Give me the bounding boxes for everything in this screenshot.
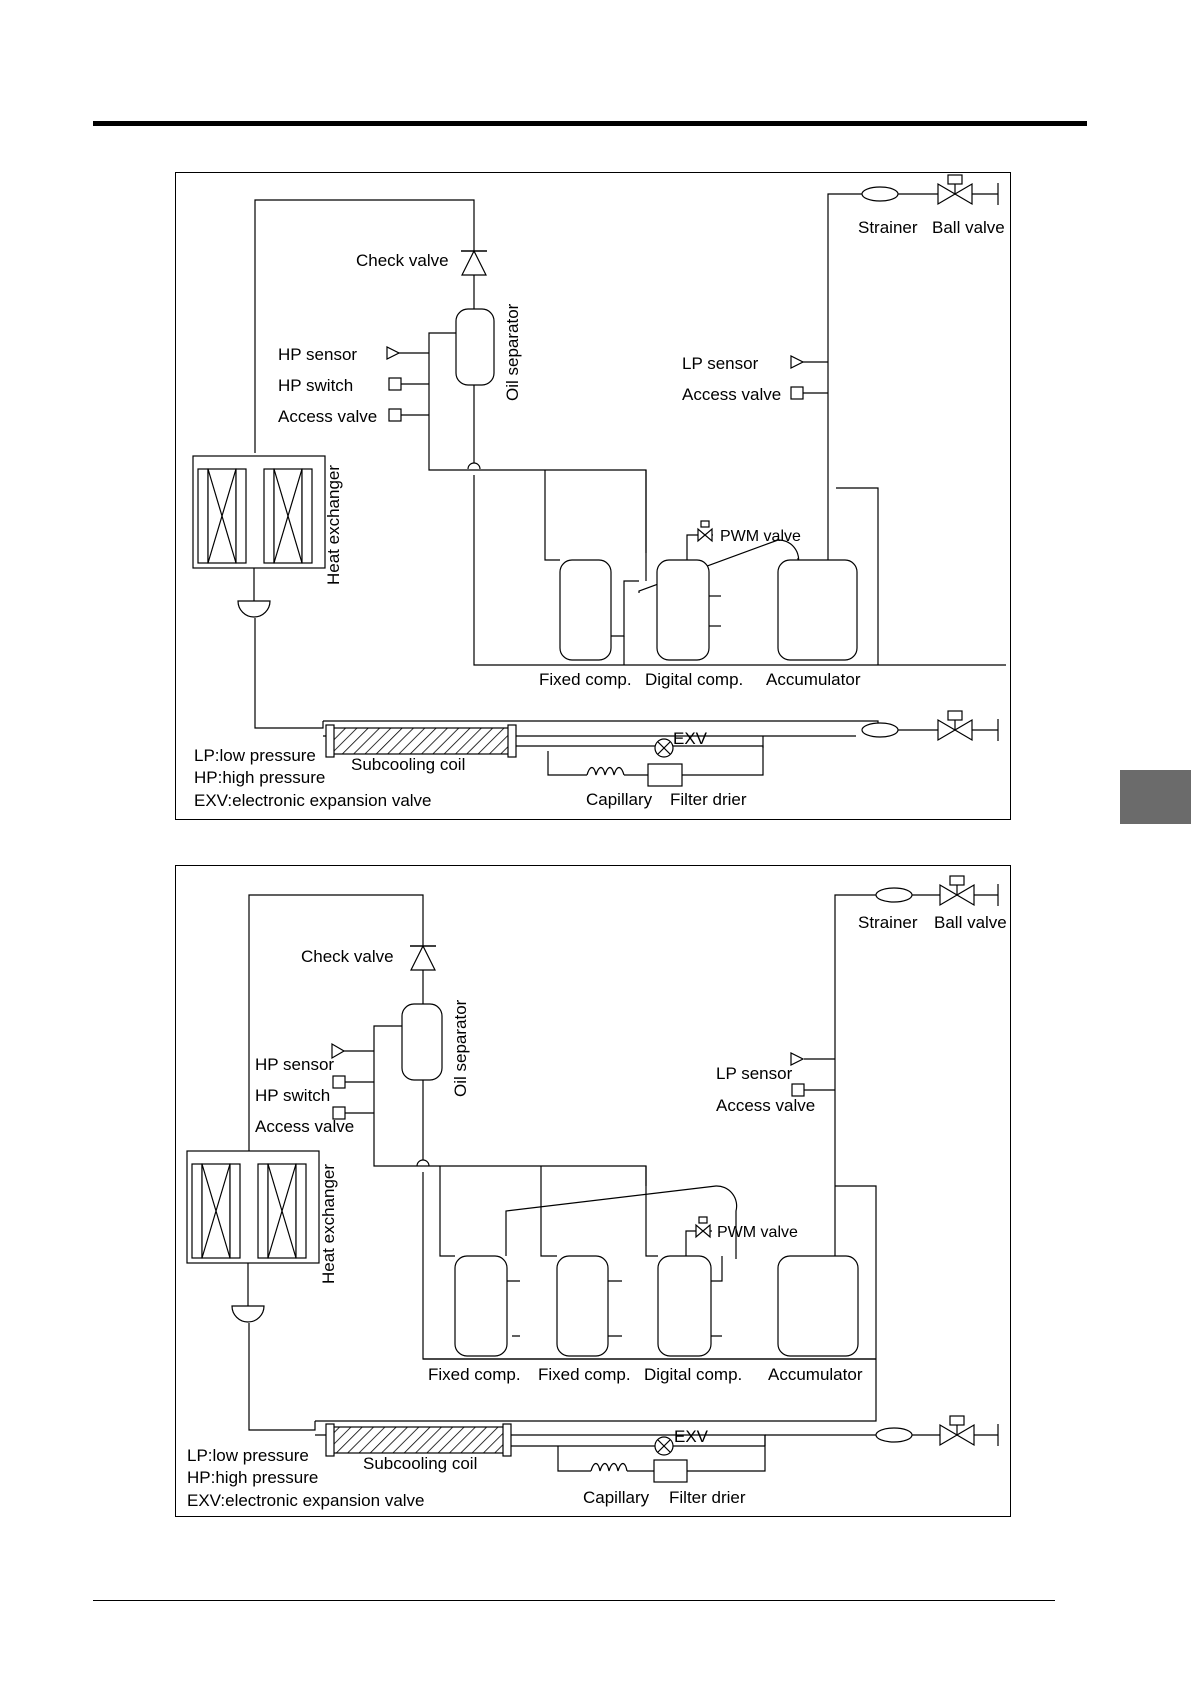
hp-sensor-label: HP sensor <box>255 1055 334 1074</box>
exv-icon <box>654 1436 674 1456</box>
fixed-compressor-1 <box>454 1255 508 1357</box>
subcooling-coil <box>330 727 512 755</box>
filter-drier-label: Filter drier <box>669 1488 746 1507</box>
hp-switch-icon <box>388 377 402 391</box>
capillary-icon <box>590 1462 628 1472</box>
ball-valve-label: Ball valve <box>932 218 1005 237</box>
refrigerant-circuit-diagram-2: Check valve Oil separator HP sensor HP s… <box>175 865 1011 1517</box>
filter-drier-icon <box>653 1459 688 1483</box>
lp-sensor-label: LP sensor <box>716 1064 793 1083</box>
lp-access-valve-label: Access valve <box>716 1096 815 1115</box>
check-valve-icon <box>461 249 487 276</box>
subcooling-coil-end-left <box>325 1423 335 1457</box>
fixed-comp-2-label: Fixed comp. <box>538 1365 631 1384</box>
strainer-icon <box>875 887 913 903</box>
footer-rule <box>93 1600 1055 1601</box>
accumulator-vessel <box>777 1255 859 1357</box>
filter-drier-label: Filter drier <box>670 790 747 809</box>
refrigerant-circuit-diagram-1: Check valve Oil separator HP sensor HP s… <box>175 172 1011 820</box>
check-valve-label: Check valve <box>301 947 394 966</box>
filter-drier-icon <box>647 763 683 787</box>
heat-exchanger-icon <box>192 455 326 729</box>
check-valve-label: Check valve <box>356 251 449 270</box>
pwm-valve-label: PWM valve <box>717 1224 798 1241</box>
heat-exchanger-label: Heat exchanger <box>324 465 343 585</box>
strainer-label: Strainer <box>858 218 918 237</box>
fixed-comp-label: Fixed comp. <box>539 670 632 689</box>
digital-compressor <box>657 1255 712 1357</box>
digital-comp-label: Digital comp. <box>645 670 743 689</box>
lp-sensor-label: LP sensor <box>682 354 759 373</box>
strainer-icon-bottom <box>875 1427 913 1443</box>
heat-exchanger-icon <box>186 1150 320 1431</box>
hp-access-valve-icon <box>388 408 402 422</box>
legend-exv: EXV:electronic expansion valve <box>187 1491 425 1510</box>
subcooling-coil-end-right <box>502 1423 512 1457</box>
subcooling-coil-end-left <box>325 724 335 758</box>
capillary-label: Capillary <box>586 790 653 809</box>
compressor-piping <box>423 894 877 1360</box>
legend-exv: EXV:electronic expansion valve <box>194 791 432 810</box>
fixed-compressor-2 <box>556 1255 609 1357</box>
lp-sensor-icon <box>790 1052 805 1066</box>
ball-valve-icon-bottom <box>912 1415 999 1447</box>
pwm-valve-icon <box>695 1216 711 1239</box>
accumulator-label: Accumulator <box>766 670 861 689</box>
lp-access-valve-icon <box>791 1083 805 1097</box>
strainer-label: Strainer <box>858 913 918 932</box>
discharge-pipe <box>248 894 424 1156</box>
heat-exchanger-label: Heat exchanger <box>319 1164 338 1284</box>
fixed-comp-1-label: Fixed comp. <box>428 1365 521 1384</box>
exv-icon <box>654 738 674 758</box>
legend-hp: HP:high pressure <box>187 1468 318 1487</box>
ball-valve-icon <box>898 174 999 206</box>
discharge-pipe <box>254 199 475 453</box>
lp-manifold <box>804 1058 835 1091</box>
digital-compressor <box>656 559 710 661</box>
pwm-valve-label: PWM valve <box>720 528 801 545</box>
legend-lp: LP:low pressure <box>187 1446 309 1465</box>
hp-switch-label: HP switch <box>278 376 353 395</box>
exv-label: EXV <box>674 1427 709 1446</box>
hp-access-valve-label: Access valve <box>278 407 377 426</box>
ball-valve-icon <box>912 875 999 907</box>
hp-switch-label: HP switch <box>255 1086 330 1105</box>
header-rule <box>93 121 1087 126</box>
legend-lp: LP:low pressure <box>194 746 316 765</box>
hp-access-valve-label: Access valve <box>255 1117 354 1136</box>
check-valve-icon <box>410 944 436 971</box>
ball-valve-icon-bottom <box>898 710 999 742</box>
subcooling-coil-end-right <box>507 724 517 758</box>
accumulator-label: Accumulator <box>768 1365 863 1384</box>
fixed-compressor <box>559 559 612 661</box>
section-tab <box>1120 770 1191 824</box>
strainer-icon <box>861 186 899 202</box>
hp-access-valve-icon <box>332 1106 346 1120</box>
lp-access-valve-label: Access valve <box>682 385 781 404</box>
ball-valve-label: Ball valve <box>934 913 1007 932</box>
lp-access-valve-icon <box>790 386 804 400</box>
subcooling-coil-label: Subcooling coil <box>363 1454 477 1473</box>
capillary-icon <box>586 766 625 776</box>
subcooling-coil-label: Subcooling coil <box>351 755 465 774</box>
liquid-line <box>315 1359 894 1472</box>
legend-hp: HP:high pressure <box>194 768 325 787</box>
hp-sensor-icon <box>386 346 401 360</box>
subcooling-coil <box>330 1426 506 1454</box>
capillary-label: Capillary <box>583 1488 650 1507</box>
lp-sensor-icon <box>790 355 805 369</box>
digital-comp-label: Digital comp. <box>644 1365 742 1384</box>
hp-sensor-icon <box>331 1042 346 1060</box>
oil-separator-vessel <box>455 308 495 386</box>
oil-separator-label: Oil separator <box>451 999 470 1097</box>
oil-separator-vessel <box>401 1003 443 1081</box>
accumulator-vessel <box>777 559 858 661</box>
exv-label: EXV <box>673 729 708 748</box>
oil-separator-label: Oil separator <box>503 303 522 401</box>
hp-switch-icon <box>332 1075 346 1089</box>
pwm-valve-icon <box>697 520 713 543</box>
strainer-icon-bottom <box>861 722 899 738</box>
hp-sensor-label: HP sensor <box>278 345 357 364</box>
